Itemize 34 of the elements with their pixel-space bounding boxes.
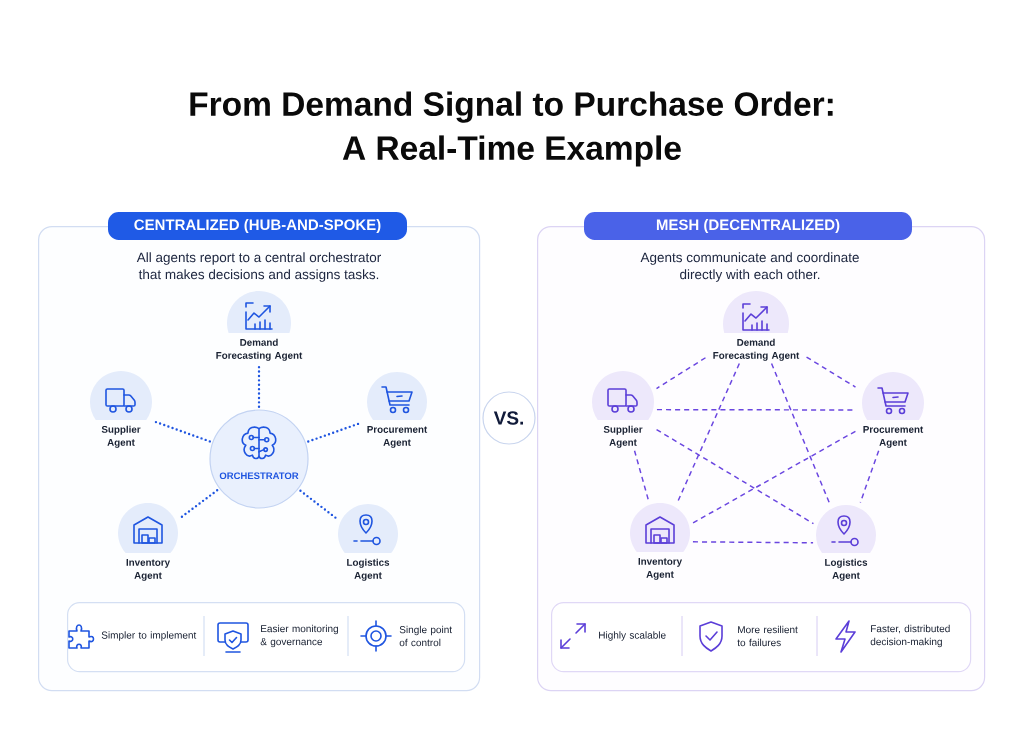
connector-line (153, 420, 211, 443)
item-label: Single point of control (399, 625, 452, 647)
agent-node: Demand Forecasting Agent (216, 291, 303, 361)
agent-node: Demand Forecasting Agent (713, 291, 800, 361)
agent-node: Procurement Agent (367, 372, 428, 448)
connector-line (692, 541, 814, 544)
connector-line (770, 362, 830, 504)
connector-line (307, 422, 361, 443)
agent-node: Logistics Agent (338, 504, 398, 581)
item-label: Highly scalable (599, 631, 666, 641)
agent-node: Inventory Agent (118, 503, 178, 581)
connector-line (691, 430, 857, 524)
title: From Demand Signal to Purchase Order: A Real-Time Example (190, 91, 833, 167)
connector-line (655, 357, 707, 390)
agent-node: Logistics Agent (816, 505, 876, 581)
connector-line (655, 428, 815, 525)
connector-line (179, 489, 219, 520)
agent-node: Supplier Agent (592, 371, 654, 448)
description: All agents report to a central orchestrator that makes decisions and assigns tasks. (136, 252, 381, 282)
agent-node: Procurement Agent (862, 372, 924, 448)
header-tab: CENTRALIZED (HUB-AND-SPOKE) (108, 212, 407, 240)
connector-line (633, 449, 650, 502)
connector-line (299, 489, 337, 519)
description: Agents communicate and coordinate directly with each other. (640, 252, 859, 282)
header-tab: MESH (DECENTRALIZED) (584, 212, 912, 240)
item-label: Easier monitoring & governance (260, 624, 338, 648)
agent-node: Supplier Agent (90, 371, 152, 448)
connector-line (677, 362, 741, 502)
connector-line (805, 356, 857, 388)
item-label: Faster, distributed decision-making (870, 624, 950, 648)
item-label: Simpler to implement (101, 631, 197, 641)
connector-line (859, 449, 880, 504)
agent-node: Inventory Agent (630, 503, 690, 580)
item-label: More resilient to failures (737, 625, 798, 647)
